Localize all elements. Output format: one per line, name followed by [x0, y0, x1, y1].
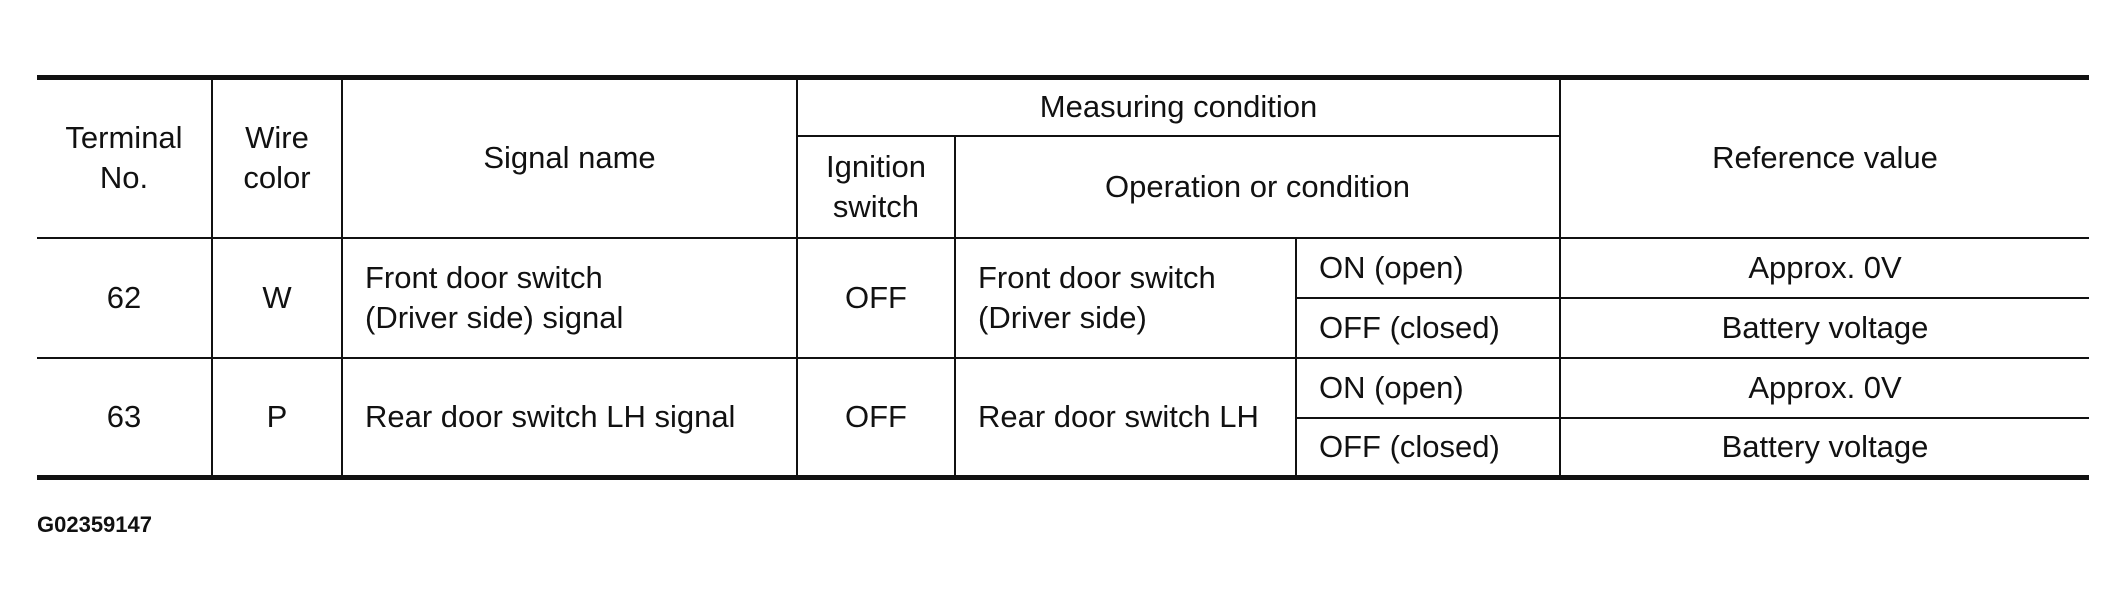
ignition-cell: OFF [796, 356, 956, 479]
header-row-2: Ignition switch Operation or condition [37, 134, 2089, 239]
table-row: 63 P Rear door switch LH signal OFF Rear… [37, 356, 2090, 479]
terminal-cell: 63 [37, 356, 213, 479]
condition-cell: OFF (closed) [1296, 296, 1562, 359]
wire-color-cell: P [211, 356, 343, 479]
signal-name-cell: Rear door switch LH signal [341, 356, 798, 479]
table-row: OFF (closed) Battery voltage [37, 296, 2090, 359]
operation-condition-header: Operation or condition [953, 134, 1561, 239]
reference-value-cell: Approx. 0V [1559, 236, 2090, 299]
reference-value-cell: Approx. 0V [1559, 356, 2090, 419]
reference-value-cell: Battery voltage [1559, 296, 2090, 359]
table-row: OFF (closed) Battery voltage [37, 416, 2090, 478]
condition-cell: ON (open) [1294, 356, 1562, 419]
figure-id: G02359147 [37, 512, 152, 537]
reference-value-cell: Battery voltage [1559, 416, 2090, 478]
signal-name-header: Signal name [341, 77, 798, 239]
wire-color-header: Wire color [211, 77, 343, 239]
operation-cell: Front door switch (Driver side) [954, 236, 1297, 359]
wire-color-cell: W [211, 236, 343, 359]
header-row-1: Terminal No. Wire color Signal name Meas… [37, 77, 2090, 239]
terminal-spec-table: Terminal No. Wire color Signal name Meas… [37, 75, 2090, 480]
measuring-condition-header: Measuring condition [795, 77, 1562, 137]
operation-cell: Rear door switch LH [954, 356, 1297, 479]
condition-cell: ON (open) [1294, 236, 1562, 299]
condition-cell: OFF (closed) [1296, 416, 1562, 478]
reference-value-header: Reference value [1559, 77, 2090, 239]
ignition-cell: OFF [796, 236, 956, 359]
terminal-cell: 62 [37, 236, 213, 359]
ignition-switch-header: Ignition switch [797, 134, 956, 239]
signal-name-cell: Front door switch (Driver side) signal [341, 236, 798, 359]
terminal-no-header: Terminal No. [37, 77, 213, 239]
table-row: 62 W Front door switch (Driver side) sig… [37, 236, 2090, 359]
